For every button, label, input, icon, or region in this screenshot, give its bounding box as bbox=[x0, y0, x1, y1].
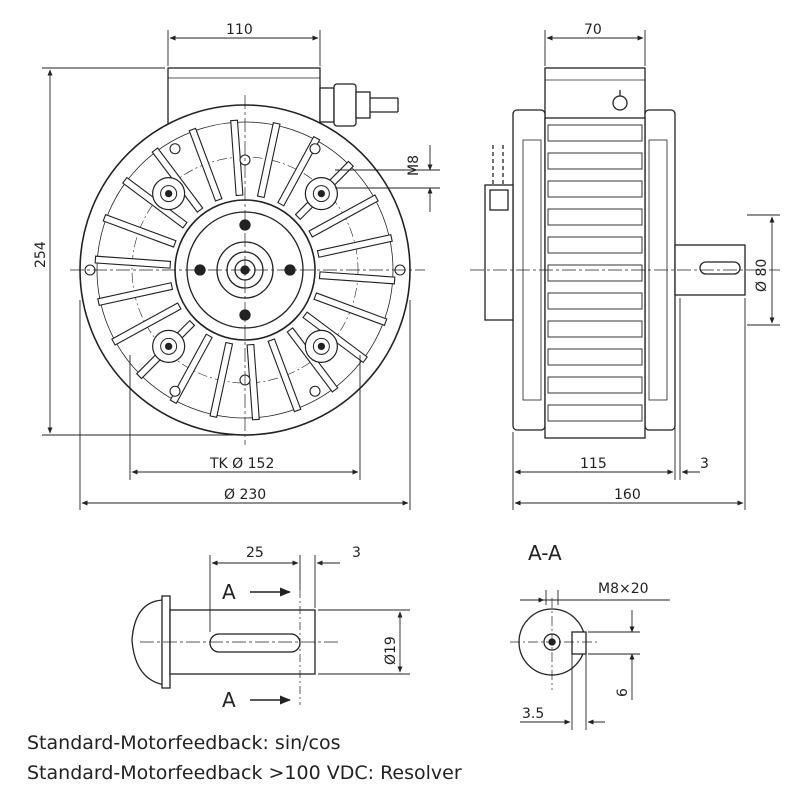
mounting-bolts bbox=[152, 177, 338, 363]
side-fin bbox=[547, 208, 643, 226]
bolt-center bbox=[317, 342, 326, 351]
outer-hole bbox=[169, 385, 181, 397]
side-fin bbox=[547, 348, 643, 366]
side-fin bbox=[547, 124, 643, 142]
dim-m8x20: M8×20 bbox=[598, 581, 649, 597]
cooling-rib bbox=[308, 194, 379, 238]
dim-key-25: 25 bbox=[246, 545, 264, 561]
side-dimensions bbox=[512, 30, 780, 510]
shaft-detail bbox=[131, 590, 340, 705]
dim-6: 6 bbox=[615, 688, 631, 697]
cooling-rib bbox=[246, 343, 260, 421]
bolt-hole bbox=[312, 185, 330, 203]
outer-hole bbox=[309, 143, 321, 155]
section-title: A-A bbox=[528, 541, 562, 565]
section-marker-bottom: A bbox=[222, 688, 236, 712]
cooling-rib bbox=[318, 271, 396, 285]
cooling-rib bbox=[102, 213, 177, 248]
cable-gland bbox=[319, 83, 399, 127]
dim-shaft-80: Ø 80 bbox=[754, 259, 770, 292]
side-fin bbox=[547, 180, 643, 198]
shaft-dimensions bbox=[209, 555, 410, 705]
side-fin bbox=[547, 152, 643, 170]
note-feedback-sincos: Standard-Motorfeedback: sin/cos bbox=[27, 732, 341, 754]
side-fin bbox=[547, 264, 643, 282]
cooling-rib bbox=[267, 338, 302, 413]
outer-hole bbox=[309, 385, 321, 397]
dim-3: 3 bbox=[700, 456, 709, 472]
cooling-rib bbox=[277, 135, 321, 207]
side-fin bbox=[547, 320, 643, 338]
outer-hole bbox=[169, 143, 181, 155]
cooling-rib bbox=[313, 292, 388, 327]
bolt-hole bbox=[312, 337, 330, 355]
dim-110: 110 bbox=[226, 22, 253, 38]
bolt-center bbox=[317, 189, 326, 198]
section-aa bbox=[510, 598, 600, 690]
front-view bbox=[70, 67, 425, 445]
dim-160: 160 bbox=[614, 487, 641, 503]
dim-115: 115 bbox=[580, 456, 607, 472]
section-dimensions bbox=[520, 590, 670, 730]
dim-key-3: 3 bbox=[352, 545, 361, 561]
dim-3-5: 3.5 bbox=[522, 706, 544, 722]
bolt-center bbox=[164, 342, 173, 351]
side-fins bbox=[547, 124, 643, 422]
side-fin bbox=[547, 376, 643, 394]
dim-m8: M8 bbox=[406, 155, 422, 176]
cooling-rib bbox=[94, 255, 172, 269]
cooling-rib bbox=[97, 282, 174, 307]
cooling-rib bbox=[169, 333, 213, 405]
side-view bbox=[470, 67, 780, 439]
bolt-center bbox=[164, 189, 173, 198]
dim-254: 254 bbox=[33, 241, 49, 268]
note-feedback-resolver: Standard-Motorfeedback >100 VDC: Resolve… bbox=[27, 762, 462, 784]
cooling-rib bbox=[209, 341, 234, 418]
dim-diameter-230: Ø 230 bbox=[224, 487, 266, 503]
section-marker-top: A bbox=[222, 580, 236, 604]
side-fin bbox=[547, 404, 643, 422]
bolt-hole bbox=[160, 185, 178, 203]
side-fin bbox=[547, 236, 643, 254]
dim-70: 70 bbox=[584, 22, 602, 38]
feedback-connector bbox=[484, 145, 514, 321]
cooling-rib bbox=[111, 302, 182, 346]
dim-bolt-circle: TK Ø 152 bbox=[209, 456, 274, 472]
cooling-rib bbox=[188, 127, 223, 202]
cooling-rib bbox=[316, 233, 393, 258]
cooling-rib bbox=[256, 122, 281, 199]
front-dimensions bbox=[42, 30, 440, 510]
side-fin bbox=[547, 292, 643, 310]
cooling-rib bbox=[230, 119, 244, 197]
bolt-hole bbox=[160, 337, 178, 355]
dim-shaft-19: Ø19 bbox=[383, 636, 399, 665]
